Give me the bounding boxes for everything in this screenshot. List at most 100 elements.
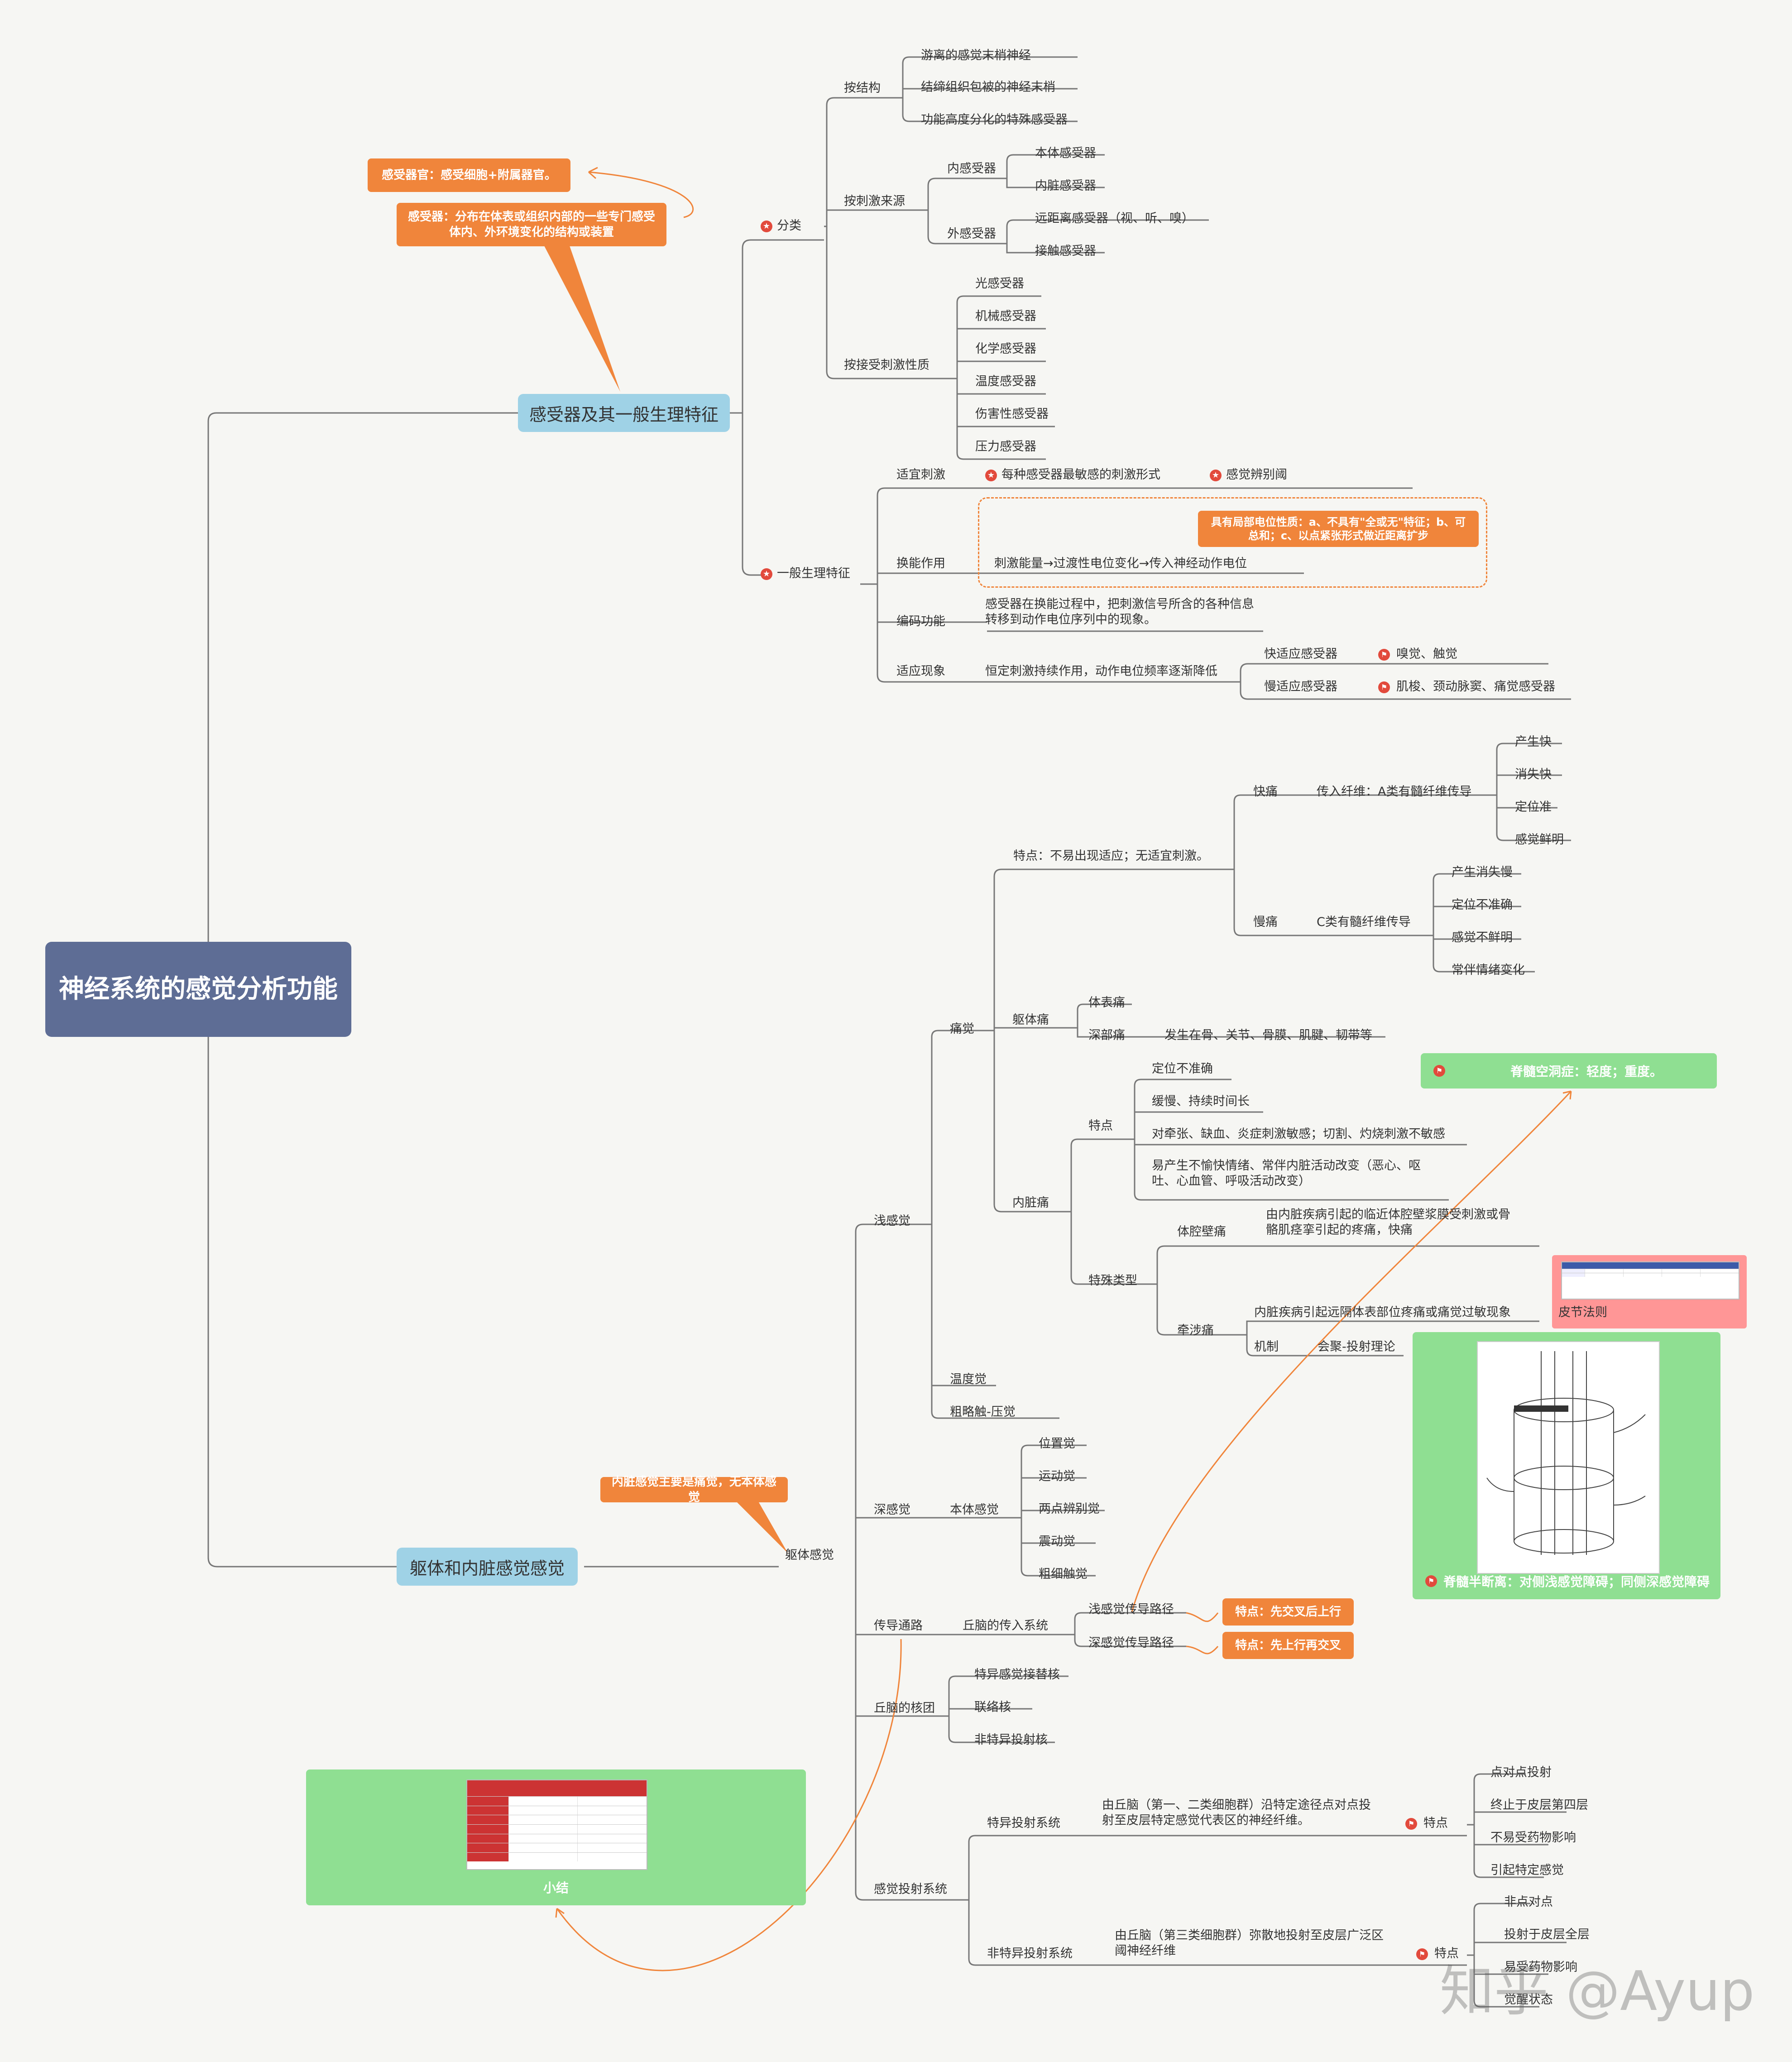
node-deep-sense[interactable]: 深感觉 [874,1503,910,1517]
node-general-features[interactable]: ★一般生理特征 [761,566,850,581]
leaf[interactable]: 定位准 [1515,800,1552,814]
node-referred-pain[interactable]: 牵涉痛 [1177,1324,1214,1338]
leaf[interactable]: 感觉不鲜明 [1452,930,1513,945]
node-shallow-pathway[interactable]: 浅感觉传导路径 [1088,1602,1174,1616]
leaf[interactable]: 运动觉 [1039,1469,1075,1483]
node-mechanism[interactable]: 机制 [1254,1340,1279,1354]
node-adaptation[interactable]: 适应现象 [896,664,945,678]
leaf[interactable]: 体表痛 [1088,996,1125,1010]
leaf[interactable]: 光感受器 [975,277,1024,291]
leaf[interactable]: 易受药物影响 [1504,1960,1577,1974]
leaf[interactable]: 由丘脑（第三类细胞群）弥散地投射至皮层广泛区阈神经纤维 [1115,1928,1384,1958]
leaf[interactable]: 发生在骨、关节、骨膜、肌腱、韧带等 [1164,1028,1372,1042]
callout-receptor-def[interactable]: 感受器：分布在体表或组织内部的一些专门感受体内、外环境变化的结构或装置 [397,203,666,246]
leaf[interactable]: 终止于皮层第四层 [1490,1798,1588,1812]
leaf[interactable]: 非特异投射核 [974,1733,1048,1747]
leaf[interactable]: 恒定刺激持续作用，动作电位频率逐渐降低 [985,664,1217,678]
leaf[interactable]: 特异感觉接替核 [974,1668,1060,1682]
leaf[interactable]: 非点对点 [1504,1895,1553,1909]
node-by-structure[interactable]: 按结构 [844,81,881,95]
leaf[interactable]: 不易受药物影响 [1490,1831,1576,1845]
leaf[interactable]: 刺激能量→过渡性电位变化→传入神经动作电位 [994,556,1247,571]
leaf[interactable]: ★每种感受器最敏感的刺激形式 [985,467,1160,483]
node-superficial[interactable]: 浅感觉 [874,1214,910,1228]
leaf[interactable]: 易产生不愉快情绪、常伴内脏活动改变（恶心、呕吐、心血管、呼吸活动改变） [1152,1159,1421,1188]
node-slow-adapt[interactable]: 慢适应感受器 [1264,680,1337,694]
leaf[interactable]: 缓慢、持续时间长 [1152,1094,1250,1108]
branch-somatic-visceral-node[interactable]: 躯体和内脏感觉感觉 [397,1548,578,1586]
leaf[interactable]: 接触感受器 [1035,244,1096,258]
leaf[interactable]: 由丘脑（第一、二类细胞群）沿特定途径点对点投射至皮层特定感觉代表区的神经纤维。 [1102,1798,1371,1827]
node-transduction[interactable]: 换能作用 [896,556,945,571]
leaf[interactable]: 粗细触觉 [1039,1567,1088,1581]
node-adequate-stimulus[interactable]: 适宜刺激 [896,468,945,482]
leaf[interactable]: 游离的感觉末梢神经 [921,48,1031,62]
node-deep-pathway[interactable]: 深感觉传导路径 [1088,1636,1174,1650]
callout-visceral-pain[interactable]: 内脏感觉主要是痛觉，无本体感觉 [600,1475,788,1504]
node-temperature[interactable]: 温度觉 [950,1372,987,1386]
leaf[interactable]: ⚑肌梭、颈动脉窦、痛觉感受器 [1378,679,1555,695]
leaf[interactable]: 引起特定感觉 [1490,1863,1564,1877]
leaf[interactable]: 点对点投射 [1490,1765,1552,1779]
leaf[interactable]: 内脏感受器 [1035,179,1096,193]
leaf[interactable]: 特点：不易出现适应；无适宜刺激。 [1013,849,1209,863]
leaf[interactable]: 机械感受器 [975,309,1036,323]
branch-receptor-node[interactable]: 感受器及其一般生理特征 [518,394,730,432]
leaf[interactable]: 伤害性感受器 [975,407,1049,421]
node-internal[interactable]: 内感受器 [947,162,996,176]
node-external[interactable]: 外感受器 [947,227,996,241]
node-by-nature[interactable]: 按接受刺激性质 [844,358,930,372]
node-somatic-pain[interactable]: 躯体痛 [1012,1013,1049,1027]
note-summary[interactable]: 小结 [306,1769,806,1905]
root-node[interactable]: 神经系统的感觉分析功能 [45,942,351,1037]
leaf[interactable]: 震动觉 [1039,1535,1075,1549]
node-thalamic-afferent[interactable]: 丘脑的传入系统 [963,1619,1048,1633]
node-classification[interactable]: ★分类 [761,218,801,234]
node-pain[interactable]: 痛觉 [950,1022,974,1036]
node-slow-pain[interactable]: 慢痛 [1253,915,1278,929]
node-somatic-sense[interactable]: 躯体感觉 [785,1548,834,1562]
node-by-source[interactable]: 按刺激来源 [844,194,905,208]
leaf[interactable]: 功能高度分化的特殊感受器 [921,113,1068,127]
leaf[interactable]: 位置觉 [1039,1437,1075,1451]
leaf[interactable]: 对牵张、缺血、炎症刺激敏感；切割、灼烧刺激不敏感 [1152,1127,1445,1141]
node-proprioception[interactable]: 本体感觉 [950,1503,999,1517]
leaf[interactable]: 远距离感受器（视、听、嗅） [1035,211,1194,225]
leaf[interactable]: 本体感受器 [1035,146,1096,160]
node-special-type[interactable]: 特殊类型 [1088,1274,1137,1288]
leaf[interactable]: 消失快 [1515,767,1552,782]
leaf[interactable]: 深部痛 [1088,1028,1125,1042]
leaf[interactable]: 觉醒状态 [1504,1993,1553,2007]
note-hemisection[interactable]: ⚑ 脊髓半断离：对侧浅感觉障碍；同侧深感觉障碍 [1413,1332,1720,1599]
leaf[interactable]: 结缔组织包被的神经末梢 [921,80,1055,94]
leaf[interactable]: 投射于皮层全层 [1504,1928,1590,1942]
leaf[interactable]: 感觉鲜明 [1515,833,1564,847]
leaf[interactable]: 内脏疾病引起远隔体表部位疼痛或痛觉过敏现象 [1254,1305,1511,1319]
node-visceral-pain[interactable]: 内脏痛 [1012,1196,1049,1210]
node-visceral-feature[interactable]: 特点 [1088,1119,1113,1133]
leaf[interactable]: 定位不准确 [1152,1062,1213,1076]
node-thalamic-nuclei[interactable]: 丘脑的核团 [874,1701,935,1715]
note-syringomyelia[interactable]: ⚑ 脊髓空洞症：轻度；重度。 [1421,1053,1717,1089]
leaf[interactable]: ★感觉辨别阈 [1210,467,1287,483]
callout-deep-feature[interactable]: 特点：先上行再交叉 [1222,1632,1354,1659]
leaf[interactable]: ⚑嗅觉、触觉 [1378,647,1457,662]
node-nonspecific-projection[interactable]: 非特异投射系统 [987,1947,1073,1961]
note-dermatome[interactable]: 皮节法则 [1552,1255,1747,1328]
node-projection[interactable]: 感觉投射系统 [874,1882,947,1896]
leaf[interactable]: 产生消失慢 [1452,865,1513,879]
node-crude-touch[interactable]: 粗略触-压觉 [950,1405,1016,1419]
node-encoding[interactable]: 编码功能 [896,614,945,628]
leaf[interactable]: 定位不准确 [1452,898,1513,912]
callout-shallow-feature[interactable]: 特点：先交叉后上行 [1222,1598,1354,1626]
node-parietal-pain[interactable]: 体腔壁痛 [1177,1225,1226,1239]
leaf[interactable]: 化学感受器 [975,342,1036,356]
leaf[interactable]: 传入纤维：A类有髓纤维传导 [1317,785,1472,799]
node-fast-adapt[interactable]: 快适应感受器 [1264,647,1337,661]
leaf[interactable]: 温度感受器 [975,374,1036,388]
leaf[interactable]: 产生快 [1515,735,1552,749]
node-specific-feature[interactable]: ⚑特点 [1405,1816,1448,1831]
leaf[interactable]: 常伴情绪变化 [1452,963,1525,977]
node-specific-projection[interactable]: 特异投射系统 [987,1816,1060,1830]
node-fast-pain[interactable]: 快痛 [1253,785,1278,799]
